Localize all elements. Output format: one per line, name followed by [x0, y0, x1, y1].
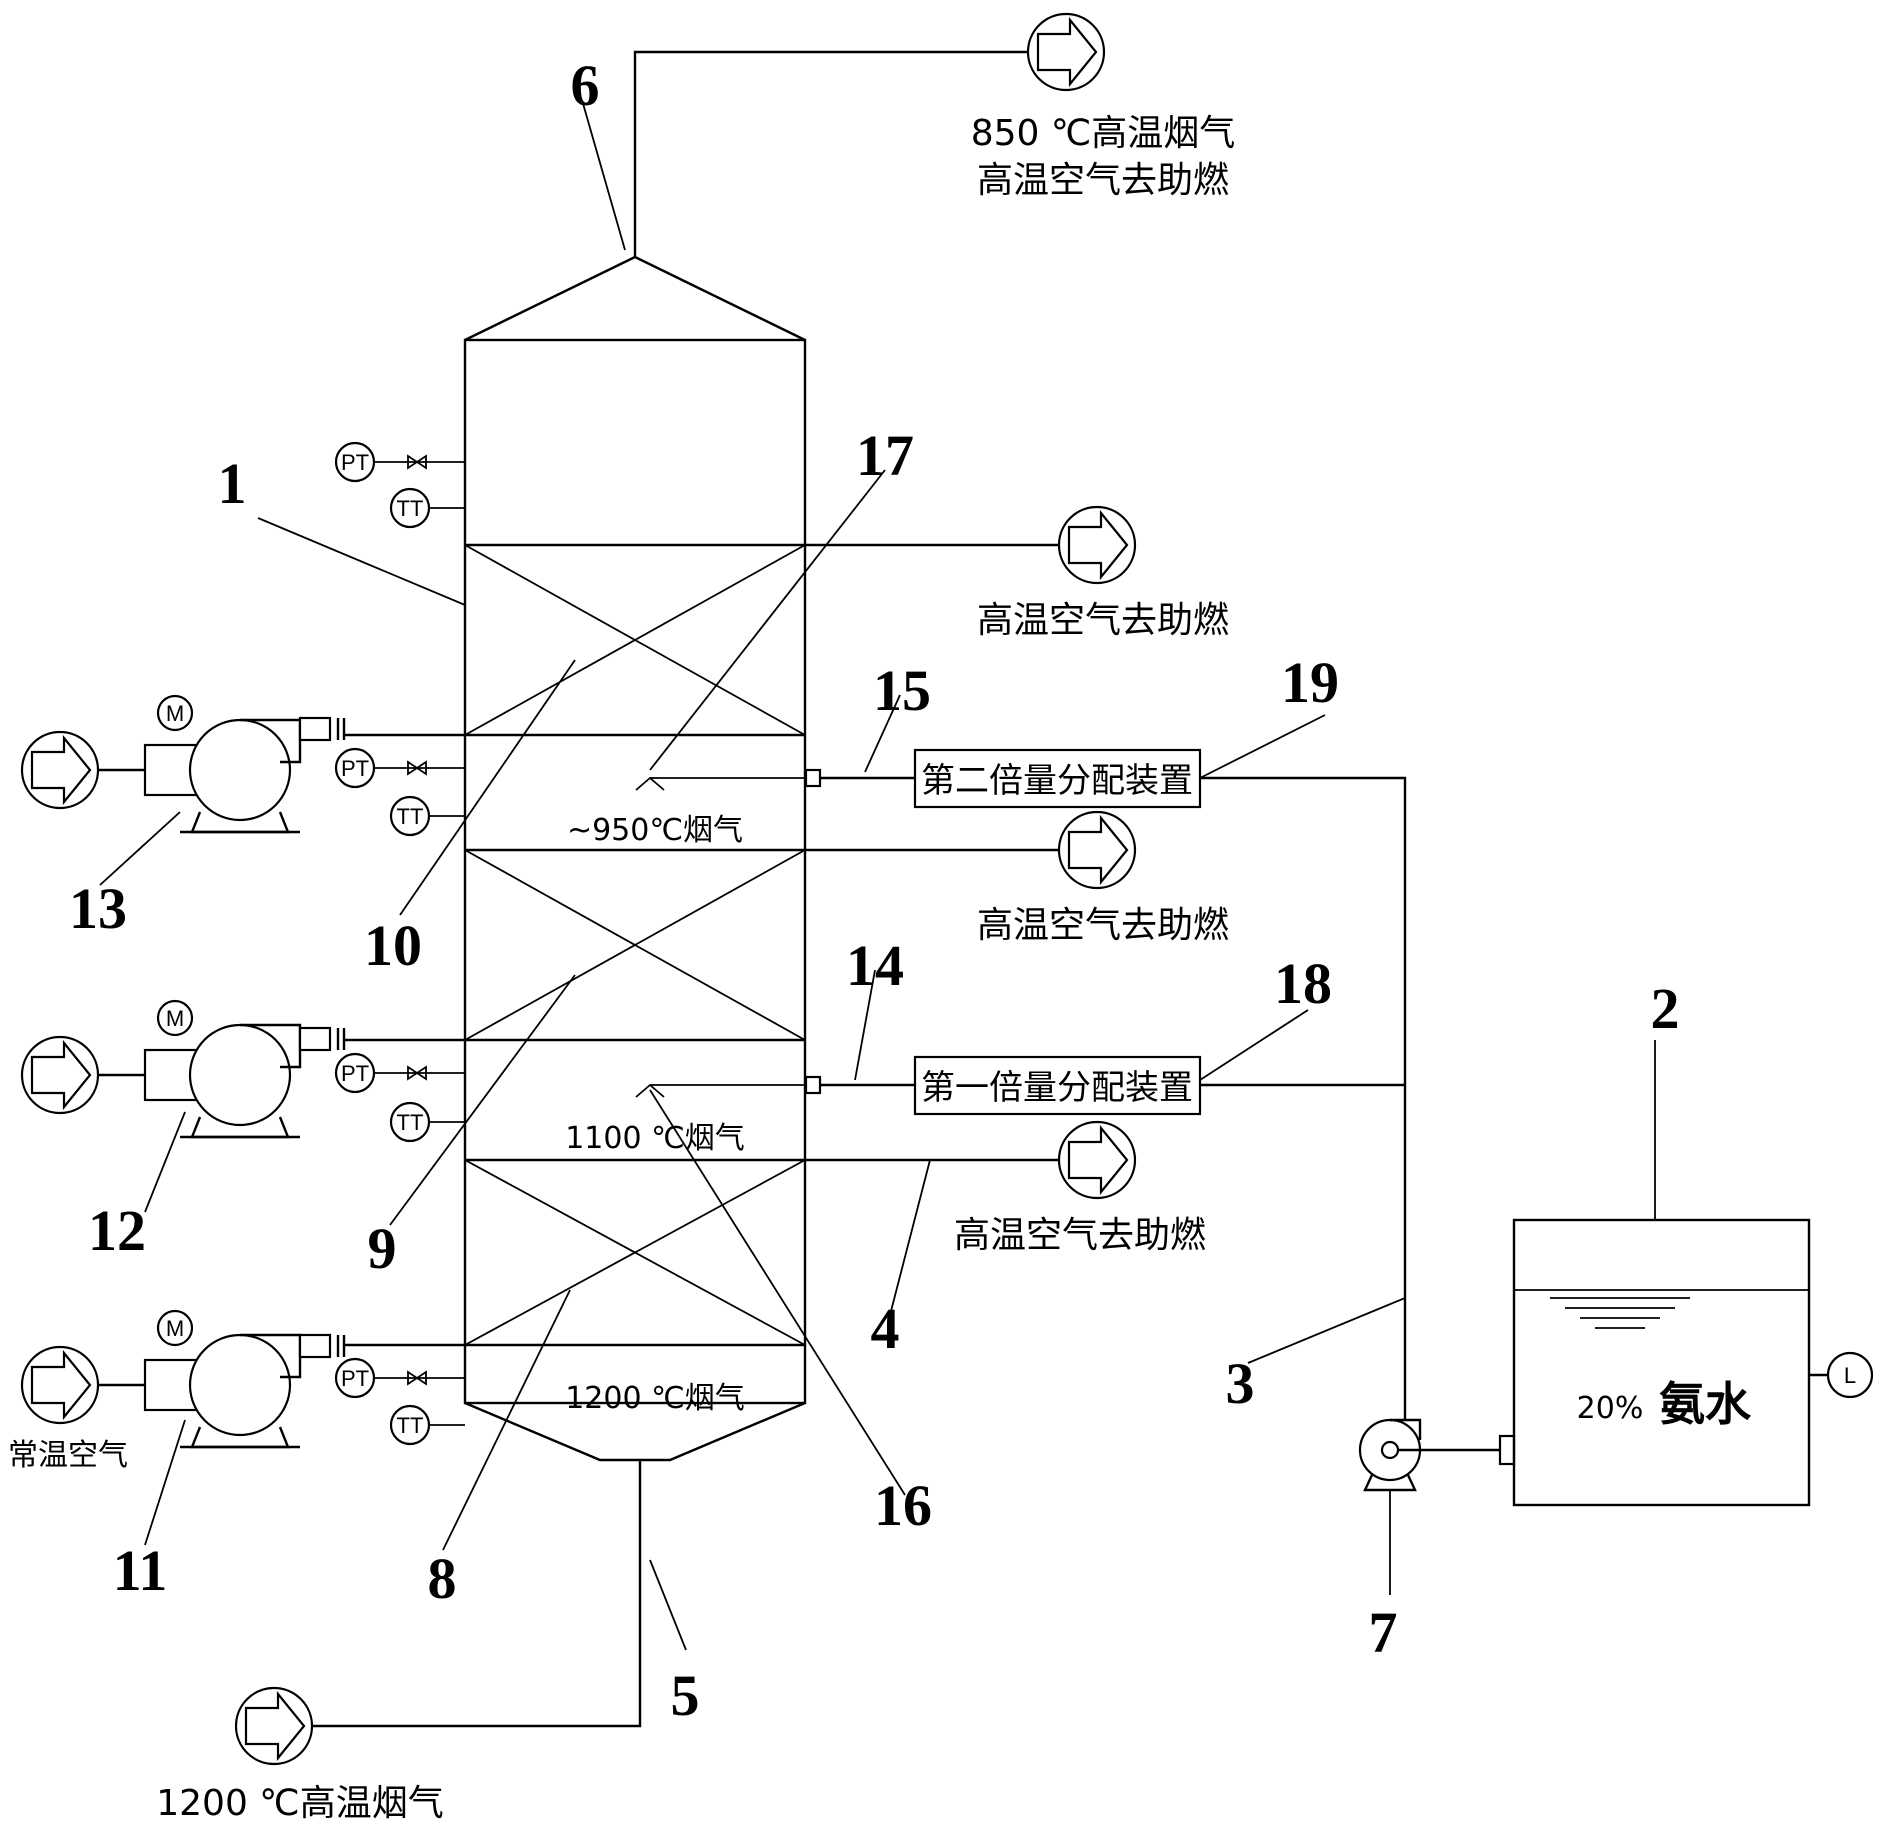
hot-air-label-2: 高温空气去助燃: [977, 905, 1229, 946]
callout-17: 17: [856, 423, 914, 488]
distributor-18: 第一倍量分配装置: [635, 1055, 1202, 1116]
hot-air-outlet-top: [805, 505, 1137, 585]
hot-air-label-1: 高温空气去助燃: [977, 600, 1229, 641]
hot-air-outlet-bottom: [805, 1120, 1137, 1200]
callout-4: 4: [871, 1296, 900, 1361]
callout-14: 14: [846, 933, 904, 998]
tt-bottom: TT: [389, 1404, 465, 1446]
inlet-arrow-icon: [234, 1686, 314, 1766]
pt-mid-upper: PT: [334, 747, 465, 789]
callout-13: 13: [69, 876, 127, 941]
motor-icon: [156, 694, 194, 732]
svg-text:第二倍量分配装置: 第二倍量分配装置: [921, 761, 1193, 801]
callout-3: 3: [1226, 1351, 1255, 1416]
tt-top: TT: [389, 487, 465, 529]
hot-air-arrow-icon: [1057, 810, 1137, 890]
motor-icon: [156, 1309, 194, 1347]
hot-air-arrow-icon: [1057, 505, 1137, 585]
pt-bottom: PT: [334, 1357, 465, 1399]
svg-text:氨水: 氨水: [1659, 1377, 1752, 1431]
zone-gas-label-1100: 1100 ℃烟气: [565, 1121, 745, 1156]
hot-air-label-3: 高温空气去助燃: [954, 1215, 1206, 1256]
callout-7: 7: [1369, 1600, 1398, 1665]
zone-gas-label-1200: 1200 ℃烟气: [565, 1381, 745, 1416]
bottom-gas-inlet-pipe: [234, 1460, 642, 1766]
svg-text:TT: TT: [397, 1413, 424, 1438]
svg-text:TT: TT: [397, 1110, 424, 1135]
svg-text:M: M: [166, 1006, 184, 1031]
svg-text:M: M: [166, 701, 184, 726]
ambient-air-label: 常温空气: [8, 1438, 128, 1473]
svg-text:20%: 20%: [1577, 1391, 1644, 1426]
svg-text:L: L: [1844, 1363, 1856, 1388]
blower-12: M: [20, 999, 465, 1139]
air-inlet-arrow-icon: [20, 730, 100, 810]
ammonia-feed-line: [1200, 776, 1407, 1420]
callout-16: 16: [874, 1473, 932, 1538]
svg-text:TT: TT: [397, 804, 424, 829]
tt-mid-upper: TT: [389, 795, 465, 837]
inlet-gas-label: 1200 ℃高温烟气: [156, 1783, 444, 1824]
svg-text:PT: PT: [341, 450, 369, 475]
svg-text:M: M: [166, 1316, 184, 1341]
callout-12: 12: [88, 1198, 146, 1263]
air-inlet-arrow-icon: [20, 1035, 100, 1115]
callout-19: 19: [1281, 650, 1339, 715]
level-gauge-icon: [1826, 1351, 1874, 1399]
callout-5: 5: [671, 1663, 700, 1728]
svg-text:第一倍量分配装置: 第一倍量分配装置: [921, 1068, 1193, 1108]
callout-11: 11: [113, 1538, 168, 1603]
spray-nozzle-14: [635, 1083, 665, 1098]
outlet-arrow-icon: [1026, 12, 1106, 92]
top-outlet-label-2: 高温空气去助燃: [977, 160, 1229, 201]
hot-air-arrow-icon: [1057, 1120, 1137, 1200]
tt-mid-lower: TT: [389, 1101, 465, 1143]
top-gas-outlet-pipe: [633, 12, 1106, 257]
callout-6: 6: [571, 53, 600, 118]
callout-2: 2: [1651, 976, 1680, 1041]
distributor-19: 第二倍量分配装置: [635, 748, 1202, 809]
heat-exchange-bed-8: [464, 1159, 806, 1346]
air-inlet-arrow-icon: [20, 1345, 100, 1425]
callout-9: 9: [368, 1216, 397, 1281]
heat-exchange-bed-10: [464, 544, 806, 736]
motor-icon: [156, 999, 194, 1037]
pt-top: PT: [334, 441, 465, 483]
svg-text:PT: PT: [341, 756, 369, 781]
callout-18: 18: [1274, 951, 1332, 1016]
top-outlet-label-1: 850 ℃高温烟气: [971, 113, 1236, 154]
ammonia-tank: 20% 氨水 L: [1512, 1218, 1874, 1507]
callout-1: 1: [218, 451, 247, 516]
ammonia-pump-7: [1358, 1418, 1516, 1492]
svg-text:PT: PT: [341, 1366, 369, 1391]
heat-exchange-bed-9: [464, 849, 806, 1041]
callout-10: 10: [364, 913, 422, 978]
blower-11: M: [20, 1309, 465, 1449]
blower-13: M: [20, 694, 465, 834]
tower-body: [463, 255, 807, 1462]
hot-air-outlet-mid: [805, 810, 1137, 890]
callout-15: 15: [873, 658, 931, 723]
zone-gas-label-950: ~950℃烟气: [567, 813, 743, 848]
spray-nozzle-15: [635, 776, 665, 791]
callout-8: 8: [428, 1546, 457, 1611]
svg-text:PT: PT: [341, 1061, 369, 1086]
svg-text:TT: TT: [397, 496, 424, 521]
pt-mid-lower: PT: [334, 1052, 465, 1094]
leader-lines: [99, 99, 1656, 1651]
